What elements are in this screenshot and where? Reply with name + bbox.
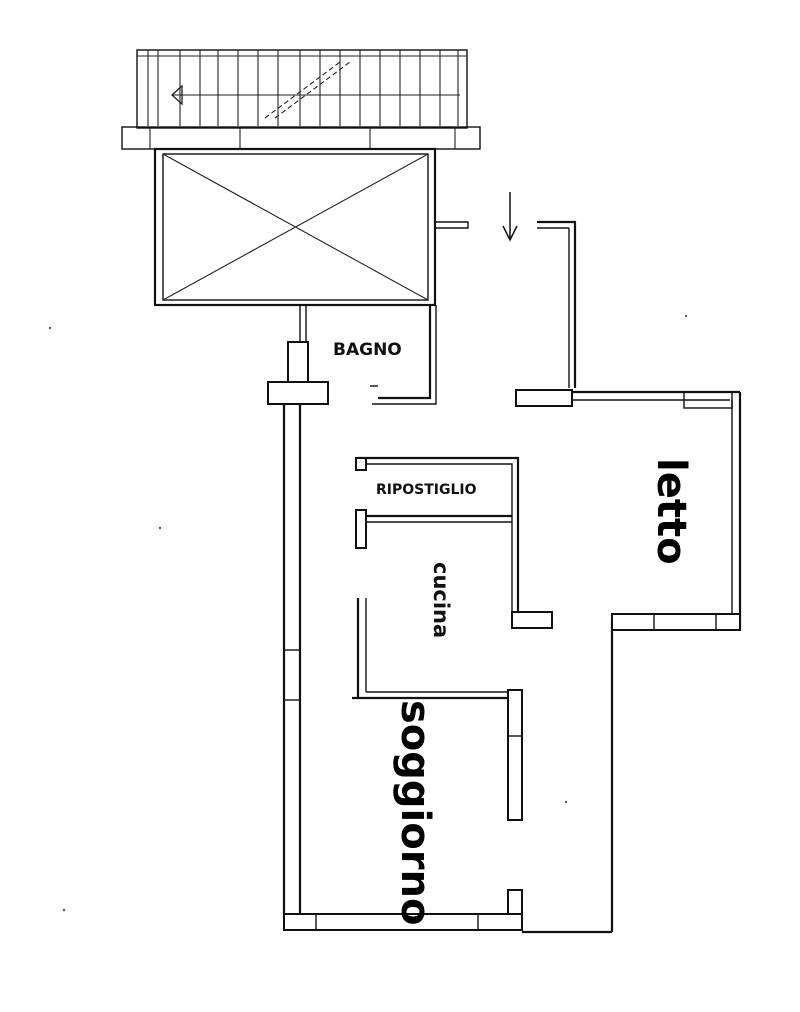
scan-speck (62, 908, 66, 912)
entrance (435, 192, 577, 388)
bottom-wall (283, 620, 614, 934)
label-bagno: BAGNO (333, 340, 402, 360)
bathroom-walls (267, 305, 437, 405)
entrance-arrow-icon (502, 225, 518, 242)
scan-speck (48, 326, 52, 330)
left-wall (282, 404, 302, 918)
void-opening (153, 147, 437, 307)
label-cucina: cucina (429, 562, 453, 638)
balcony-railing (136, 49, 468, 129)
label-letto: letto (648, 458, 694, 565)
label-soggiorno: soggiorno (392, 700, 438, 925)
balcony-slab (121, 126, 481, 150)
balcony (121, 49, 481, 150)
storage-kitchen-walls (355, 456, 553, 629)
balcony-arrow-icon (171, 84, 183, 106)
label-ripostiglio: RIPOSTIGLIO (376, 482, 477, 498)
scan-speck (564, 800, 568, 804)
scan-speck (158, 526, 162, 530)
scan-speck (684, 314, 688, 318)
living-walls (352, 598, 523, 821)
bedroom-walls (515, 389, 742, 631)
